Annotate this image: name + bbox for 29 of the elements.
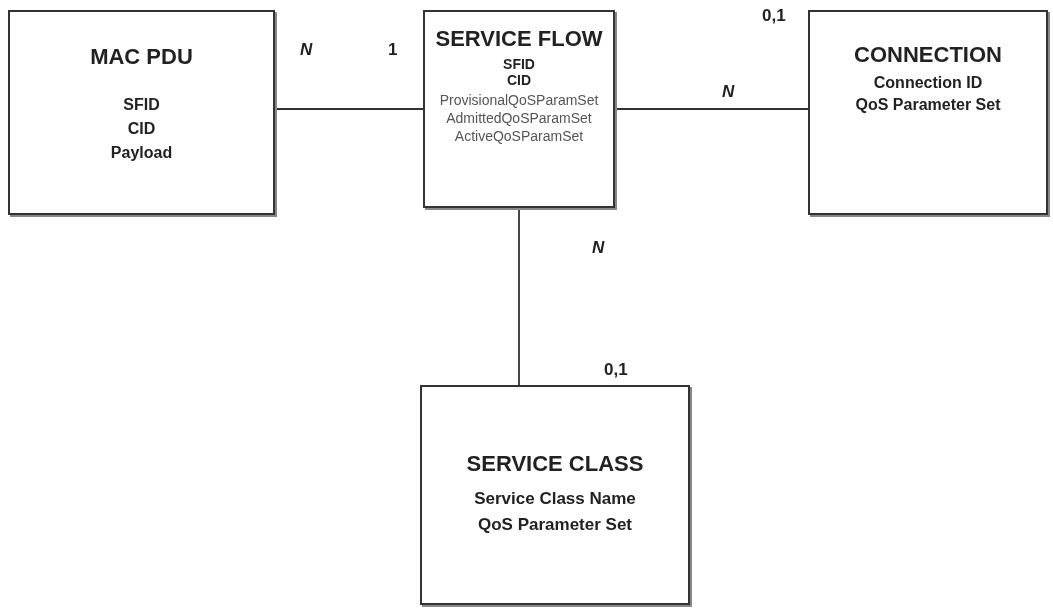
attribute-text: CID bbox=[506, 72, 532, 88]
entity-title: SERVICE FLOW bbox=[435, 26, 603, 52]
relationship-line bbox=[614, 108, 809, 110]
entity-box bbox=[808, 10, 1048, 215]
attribute-text: SFID bbox=[503, 56, 535, 72]
cardinality-label: N bbox=[592, 238, 605, 258]
entity-box bbox=[423, 10, 615, 208]
attribute-text: QoS Parameter Set bbox=[478, 515, 632, 535]
entity-title: CONNECTION bbox=[854, 42, 1002, 68]
cardinality-label: 1 bbox=[388, 40, 398, 60]
cardinality-label: 0,1 bbox=[604, 360, 628, 380]
entity-box bbox=[420, 385, 690, 605]
entity-title: SERVICE CLASS bbox=[466, 451, 644, 477]
attribute-text: Service Class Name bbox=[474, 489, 636, 509]
attribute-text: QoS Parameter Set bbox=[855, 96, 1001, 114]
cardinality-label: N bbox=[722, 82, 735, 102]
attribute-text: Connection ID bbox=[873, 74, 983, 92]
attribute-text: ProvisionalQoSParamSet bbox=[439, 92, 599, 108]
relationship-line bbox=[518, 207, 520, 386]
attribute-text: ActiveQoSParamSet bbox=[454, 128, 584, 144]
attribute-text: Payload bbox=[110, 144, 173, 162]
attribute-text: AdmittedQoSParamSet bbox=[446, 110, 592, 126]
relationship-line bbox=[274, 108, 424, 110]
entity-box bbox=[8, 10, 275, 215]
attribute-text: CID bbox=[127, 120, 156, 138]
attribute-text: SFID bbox=[123, 96, 160, 114]
cardinality-label: N bbox=[300, 40, 313, 60]
cardinality-label: 0,1 bbox=[762, 6, 786, 26]
entity-title: MAC PDU bbox=[90, 44, 193, 70]
